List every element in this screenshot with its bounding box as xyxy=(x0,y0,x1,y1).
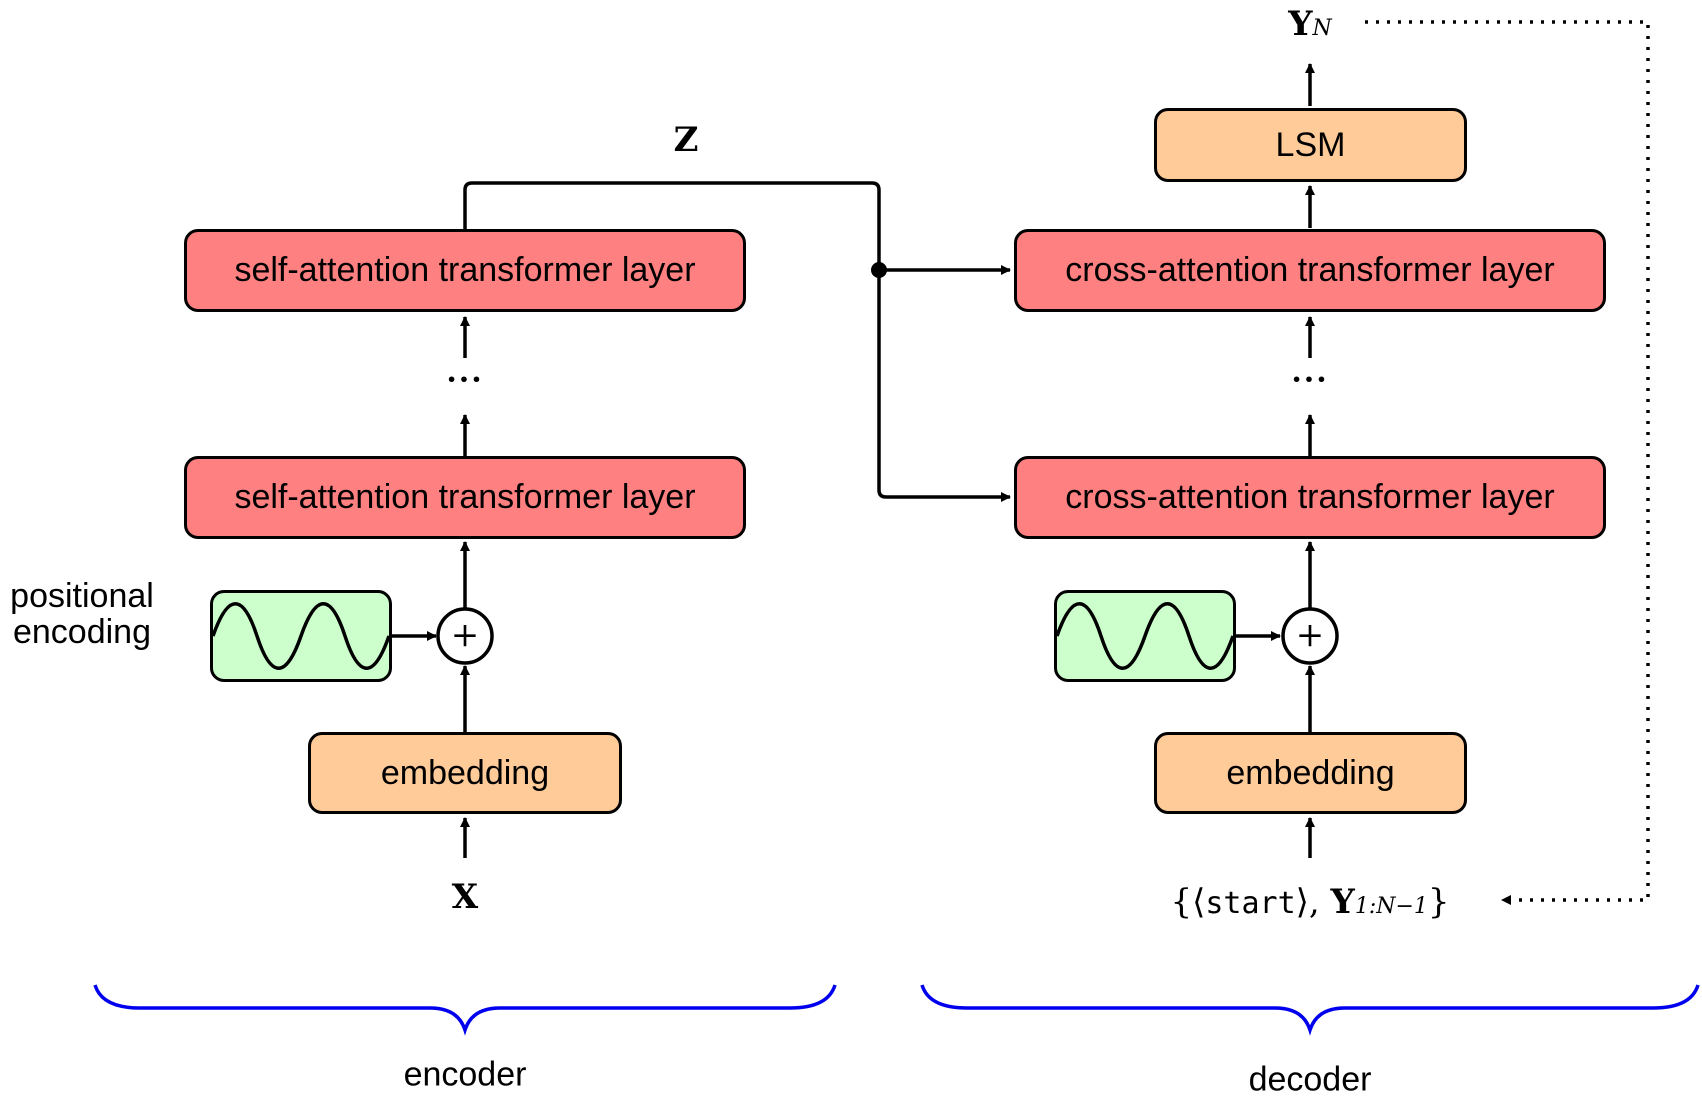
sine-wave-icon xyxy=(213,602,389,670)
dec-embedding-box: embedding xyxy=(1154,732,1467,814)
input-close: } xyxy=(1427,882,1450,922)
z-label: Z xyxy=(673,120,699,160)
input-open: {⟨ xyxy=(1170,882,1206,922)
decoder-output-label: YN xyxy=(1288,4,1332,44)
dec-plus-circle xyxy=(1281,607,1339,665)
decoder-brace-label: decoder xyxy=(1248,1060,1372,1099)
input-mid: ⟩, xyxy=(1295,882,1331,922)
positional-encoding-label: positional encoding xyxy=(10,578,154,650)
output-sub: N xyxy=(1312,16,1332,41)
positional-label-line1: positional xyxy=(10,577,154,615)
dec-lsm-box: LSM xyxy=(1154,108,1467,182)
sine-wave-icon xyxy=(1057,602,1233,670)
enc-plus-circle xyxy=(436,607,494,665)
input-start-token: start xyxy=(1205,886,1296,921)
output-y: Y xyxy=(1288,4,1313,44)
input-sub: 1:N−1 xyxy=(1354,894,1428,919)
encoder-input-x: X xyxy=(451,877,479,917)
decoder-input-label: {⟨start⟩, Y1:N−1} xyxy=(1170,882,1449,922)
input-y: Y xyxy=(1330,882,1355,922)
enc-self-attention-layer-top: self-attention transformer layer xyxy=(184,229,746,312)
enc-self-attention-layer-bottom: self-attention transformer layer xyxy=(184,456,746,539)
dec-plus-sign: + xyxy=(1295,615,1325,656)
enc-embedding-box: embedding xyxy=(308,732,622,814)
enc-ellipsis: ··· xyxy=(446,362,484,398)
enc-positional-encoding-box xyxy=(210,590,392,682)
z-junction-dot xyxy=(871,262,887,278)
positional-label-line2: encoding xyxy=(12,613,151,651)
encoder-brace xyxy=(93,984,837,1036)
dec-positional-encoding-box xyxy=(1054,590,1236,682)
dec-ellipsis: ··· xyxy=(1291,362,1329,398)
z-connection-line xyxy=(463,181,1011,502)
decoder-brace xyxy=(920,984,1700,1036)
dec-cross-attention-layer-top: cross-attention transformer layer xyxy=(1014,229,1606,312)
dec-cross-attention-layer-bottom: cross-attention transformer layer xyxy=(1014,456,1606,539)
feedback-loop-line xyxy=(1365,20,1650,905)
enc-plus-sign: + xyxy=(450,615,480,656)
encoder-brace-label: encoder xyxy=(403,1055,527,1094)
